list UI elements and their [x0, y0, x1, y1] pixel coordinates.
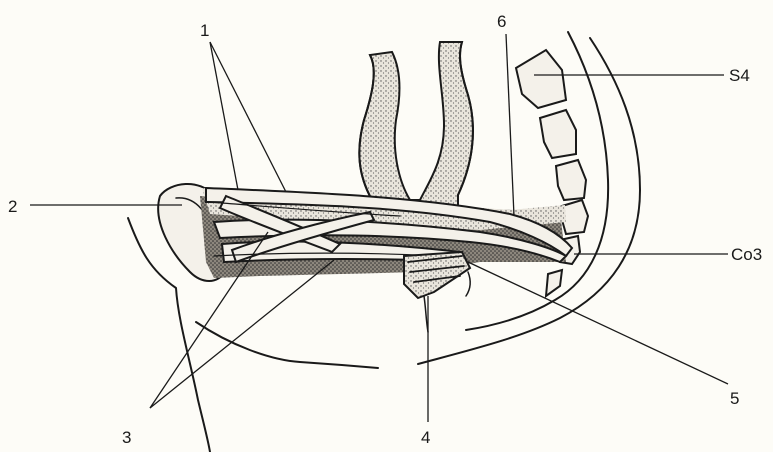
label-4: 4 [421, 428, 430, 447]
label-1: 1 [200, 21, 209, 40]
label-co3: Co3 [731, 245, 762, 264]
label-3: 3 [122, 428, 131, 447]
label-s4: S4 [729, 66, 750, 85]
levator-ani-muscles [200, 188, 572, 278]
leader-5 [468, 262, 728, 384]
leader-3b [150, 260, 334, 408]
leader-1a [210, 42, 238, 190]
anal-canal [404, 252, 470, 332]
label-5: 5 [730, 389, 739, 408]
label-2: 2 [8, 197, 17, 216]
leader-6 [506, 34, 514, 216]
leader-1b [210, 42, 286, 192]
label-6: 6 [497, 12, 506, 31]
